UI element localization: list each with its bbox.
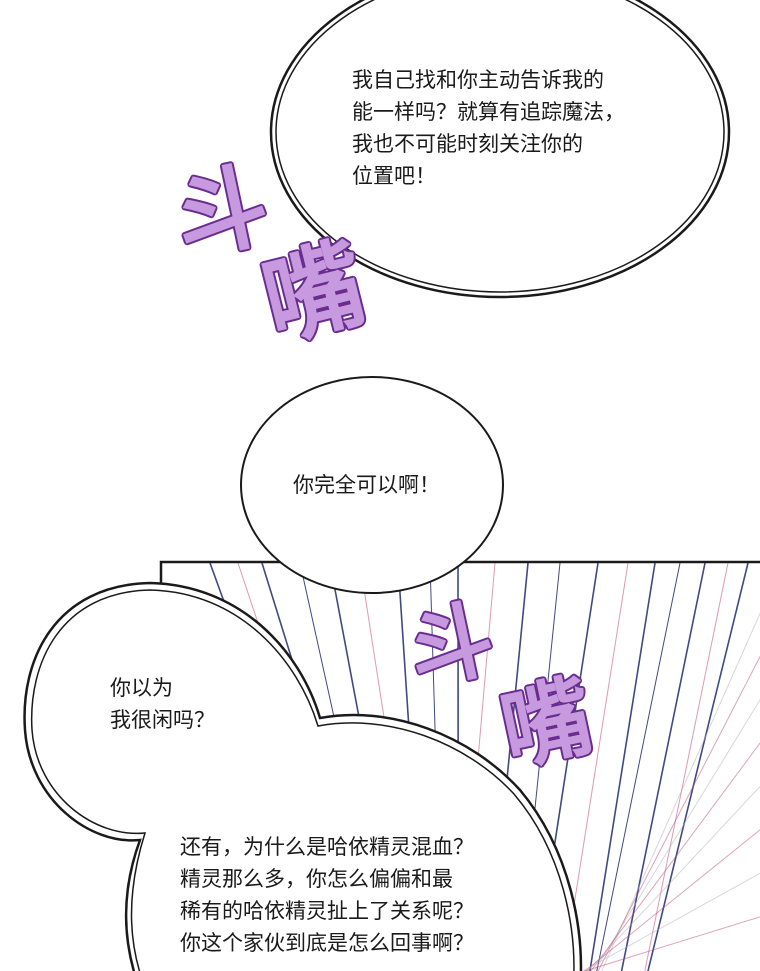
speed-line — [596, 562, 681, 971]
middle-bubble — [240, 376, 504, 594]
speed-line — [587, 785, 760, 971]
top-bubble-inner — [275, 0, 725, 293]
speed-line — [647, 562, 749, 971]
bottom-sfx-char-1: 斗 — [400, 589, 503, 702]
top-sfx-char-1: 斗 — [166, 151, 278, 275]
bottom-sfx-char-2: 嘴 — [492, 664, 602, 785]
speed-line — [620, 562, 706, 971]
speed-line — [589, 562, 656, 971]
bottom-large-bubble-text: 还有，为什么是哈依精灵混血？ 精灵那么多，你怎么偏偏和最 稀有的哈依精灵扯上了关… — [180, 835, 474, 955]
bottom-bubble-inner — [30, 589, 575, 971]
top-bubble-outer — [269, 0, 731, 299]
speed-line — [597, 655, 760, 971]
bottom-small-bubble-text: 你以为 我很闲吗？ — [110, 676, 215, 732]
speed-line — [644, 562, 729, 971]
speed-line — [584, 829, 760, 971]
speed-line — [583, 916, 760, 971]
speed-line — [593, 698, 760, 971]
top-bubble-text: 我自己找和你主动告诉我的 能一样吗？就算有追踪魔法， 我也不可能时刻关注你的 位… — [352, 68, 625, 188]
bottom-bubble-outer — [23, 581, 583, 971]
middle-bubble-text: 你完全可以啊！ — [293, 473, 440, 497]
speed-line — [582, 872, 760, 971]
speed-line — [590, 742, 760, 971]
